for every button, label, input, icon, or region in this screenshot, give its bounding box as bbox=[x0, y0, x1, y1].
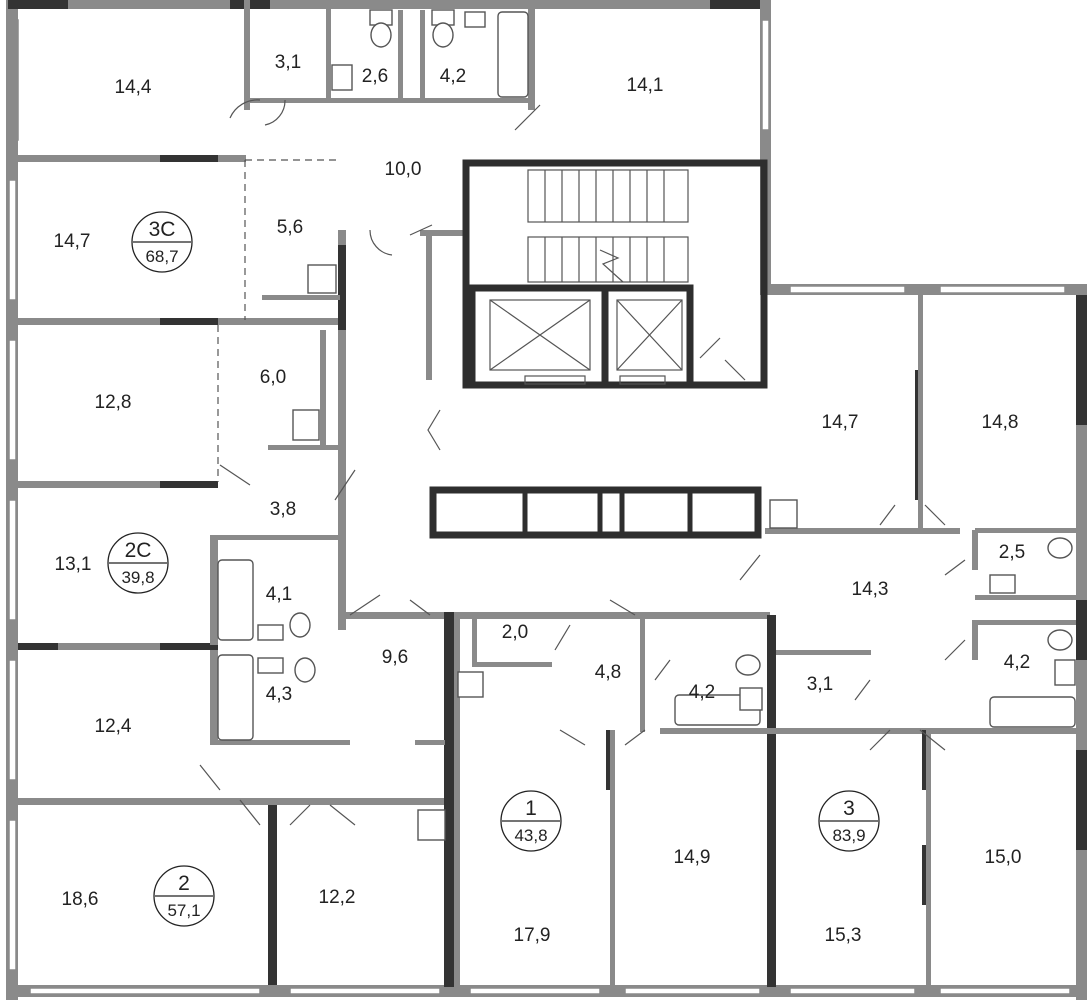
stair-lift-core bbox=[429, 159, 768, 539]
interior-walls bbox=[18, 0, 1087, 987]
apartment-badge: 3 83,9 bbox=[818, 790, 880, 852]
room-area: 3,1 bbox=[275, 52, 301, 73]
room-area: 2,0 bbox=[502, 622, 528, 643]
apartment-area: 68,7 bbox=[145, 247, 178, 266]
apartment-area: 43,8 bbox=[514, 826, 547, 845]
room-area: 14,4 bbox=[115, 77, 152, 98]
room-area: 4,2 bbox=[1004, 652, 1030, 673]
apartment-badge: 3С 68,7 bbox=[131, 211, 193, 273]
apartment-area: 83,9 bbox=[832, 826, 865, 845]
fixtures bbox=[217, 9, 1076, 841]
room-area: 14,7 bbox=[54, 231, 91, 252]
room-area: 12,2 bbox=[319, 887, 356, 908]
room-area: 15,3 bbox=[825, 925, 862, 946]
apartment-name: 2 bbox=[178, 872, 190, 895]
staircase bbox=[527, 169, 689, 283]
room-area: 4,8 bbox=[595, 662, 621, 683]
doors bbox=[199, 99, 966, 826]
room-area: 14,1 bbox=[627, 75, 664, 96]
room-area: 13,1 bbox=[55, 554, 92, 575]
apartment-badges: 3С 68,7 2С 39,8 1 43,8 2 57,1 3 83,9 bbox=[107, 211, 880, 927]
apartment-name: 1 bbox=[525, 797, 537, 820]
room-area: 4,3 bbox=[266, 684, 292, 705]
elevator-shaft bbox=[489, 299, 683, 385]
room-area: 2,6 bbox=[362, 66, 388, 87]
room-area: 4,1 bbox=[266, 584, 292, 605]
room-area: 10,0 bbox=[385, 159, 422, 180]
room-area: 18,6 bbox=[62, 889, 99, 910]
room-area: 6,0 bbox=[260, 367, 286, 388]
outer-walls bbox=[6, 0, 1087, 1000]
room-area: 14,8 bbox=[982, 412, 1019, 433]
room-area: 15,0 bbox=[985, 847, 1022, 868]
room-area: 12,8 bbox=[95, 392, 132, 413]
room-area: 4,2 bbox=[689, 682, 715, 703]
room-area: 17,9 bbox=[514, 925, 551, 946]
apartment-badge: 1 43,8 bbox=[500, 790, 562, 852]
apartment-name: 2С bbox=[125, 539, 152, 562]
apartment-name: 3 bbox=[843, 797, 855, 820]
room-area: 3,8 bbox=[270, 499, 296, 520]
room-area: 14,3 bbox=[852, 579, 889, 600]
apartment-badge: 2 57,1 bbox=[153, 865, 215, 927]
apartment-area: 39,8 bbox=[121, 568, 154, 587]
apartment-area: 57,1 bbox=[167, 901, 200, 920]
apartment-name: 3С bbox=[149, 218, 176, 241]
room-areas: 14,4 3,1 2,6 4,2 14,1 10,0 14,7 5,6 12,8… bbox=[54, 52, 1031, 946]
room-area: 9,6 bbox=[382, 647, 408, 668]
room-area: 5,6 bbox=[277, 217, 303, 238]
room-area: 4,2 bbox=[440, 66, 466, 87]
room-area: 14,7 bbox=[822, 412, 859, 433]
room-area: 14,9 bbox=[674, 847, 711, 868]
apartment-badge: 2С 39,8 bbox=[107, 532, 169, 594]
room-area: 12,4 bbox=[95, 716, 132, 737]
room-area: 3,1 bbox=[807, 674, 833, 695]
room-area: 2,5 bbox=[999, 542, 1025, 563]
